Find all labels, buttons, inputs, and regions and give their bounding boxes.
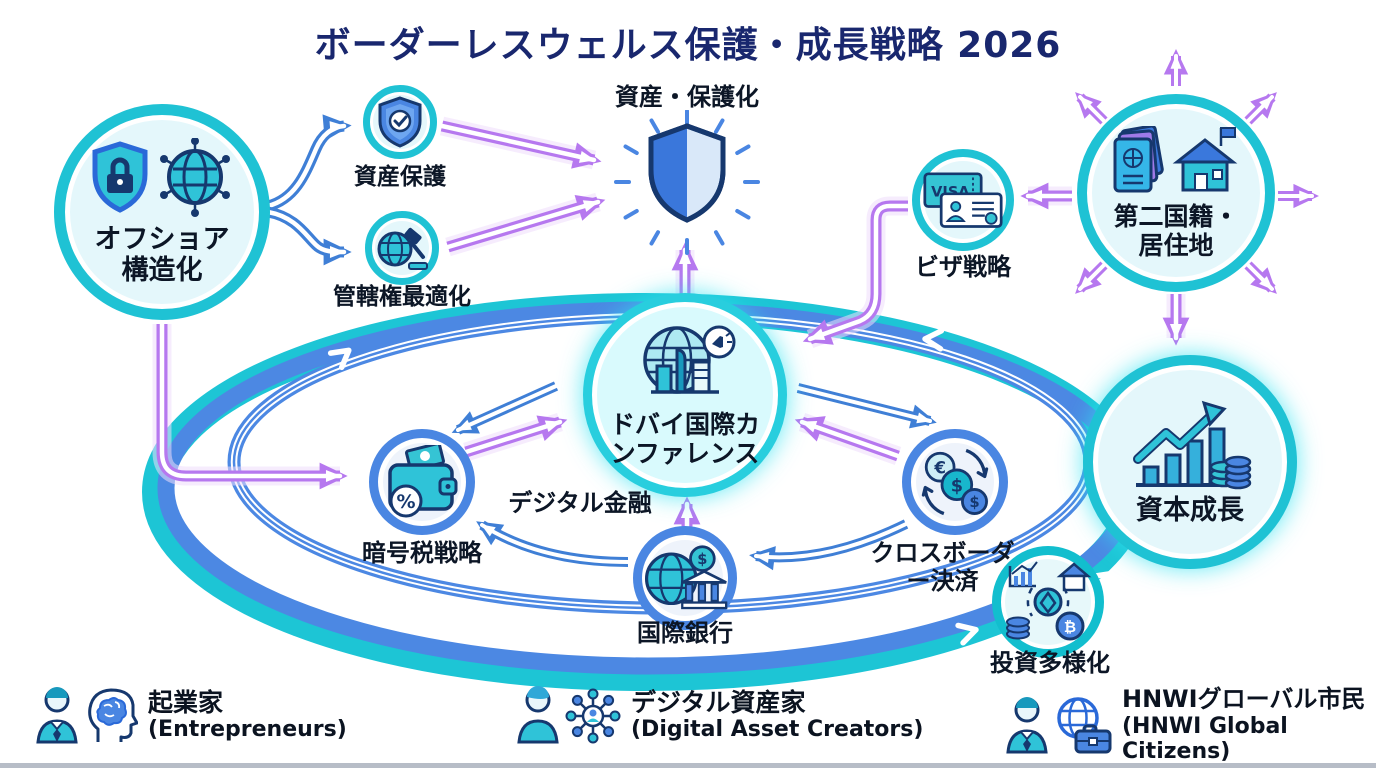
dubai-conference-label: ドバイ国際カ ンファレンス bbox=[609, 410, 760, 468]
arrow-cross-border-to-dubai bbox=[794, 413, 902, 465]
hnwi-icons bbox=[1004, 696, 1112, 754]
hnwi-jp: HNWIグローバル市民 bbox=[1122, 685, 1366, 713]
second-citizenship-node: 第二国籍・ 居住地 bbox=[1077, 94, 1275, 292]
svg-text:₿: ₿ bbox=[1064, 618, 1076, 636]
digital-asset-creators-text: デジタル資産家 (Digital Asset Creators) bbox=[631, 688, 923, 743]
wallet-percent-icon: % bbox=[388, 445, 458, 518]
glowing-shield-icon bbox=[614, 110, 760, 255]
capital-growth-label: 資本成長 bbox=[1136, 495, 1244, 527]
digital-asset-creators-en: (Digital Asset Creators) bbox=[631, 716, 924, 742]
cross-border-payments-node: € $ $ bbox=[902, 429, 1008, 535]
businessperson-icon bbox=[36, 687, 78, 744]
offshore-structuring-label: オフショア 構造化 bbox=[94, 223, 230, 286]
arrow-asset-protection-to-shield bbox=[439, 116, 602, 170]
currency-exchange-icon: € $ $ bbox=[921, 448, 989, 516]
orbit-flow-arrows bbox=[327, 328, 1116, 646]
brain-head-icon bbox=[88, 688, 138, 742]
legend-entrepreneurs: 起業家 (Entrepreneurs) bbox=[34, 686, 347, 744]
svg-text:%: % bbox=[396, 491, 415, 513]
asset-protection-node bbox=[363, 85, 437, 159]
visa-card-icon: VISA bbox=[923, 172, 1003, 228]
arrow-crypto-tax-to-dubai bbox=[463, 412, 568, 462]
entrepreneurs-text: 起業家 (Entrepreneurs) bbox=[148, 688, 347, 743]
second-citizenship-label: 第二国籍・ 居住地 bbox=[1113, 202, 1239, 260]
entrepreneurs-jp: 起業家 bbox=[148, 687, 224, 717]
shield-lock-network-globe-icon bbox=[92, 137, 230, 217]
growth-chart-coins-icon bbox=[1133, 400, 1252, 490]
arrow-offshore-to-asset-protection bbox=[265, 114, 352, 212]
shield-check-icon bbox=[378, 96, 422, 148]
jurisdiction-optimization-label: 管轄権最適化 bbox=[333, 284, 471, 310]
globe-gavel-icon bbox=[377, 227, 428, 270]
svg-text:$: $ bbox=[951, 476, 963, 496]
hnwi-en: (HNWI Global Citizens) bbox=[1122, 713, 1288, 765]
entrepreneurs-icons bbox=[34, 686, 138, 744]
arrow-banking-to-crypto-tax bbox=[476, 520, 630, 567]
offshore-structuring-node: オフショア 構造化 bbox=[54, 104, 270, 320]
arrow-dubai-to-crypto-tax bbox=[451, 381, 559, 435]
svg-text:$: $ bbox=[697, 551, 707, 568]
arrow-cross-border-to-banking bbox=[749, 519, 909, 571]
svg-text:€: € bbox=[933, 458, 946, 478]
diversified-assets-icon: ₿ bbox=[1006, 561, 1092, 641]
svg-text:$: $ bbox=[969, 493, 979, 511]
arrow-offshore-to-crypto-tax bbox=[152, 321, 348, 490]
citizenship-radiating-arrows bbox=[1075, 49, 1319, 294]
digital-asset-creators-jp: デジタル資産家 bbox=[631, 687, 806, 717]
international-banking-label: 国際銀行 bbox=[637, 619, 733, 647]
hnwi-text: HNWIグローバル市民 (HNWI Global Citizens) bbox=[1122, 685, 1376, 765]
capital-growth-node: 資本成長 bbox=[1083, 355, 1297, 569]
legend-digital-asset-creators: デジタル資産家 (Digital Asset Creators) bbox=[515, 686, 923, 744]
entrepreneurs-en: (Entrepreneurs) bbox=[148, 716, 347, 742]
international-banking-node: $ bbox=[633, 526, 737, 630]
visa-strategy-label: ビザ戦略 bbox=[915, 253, 1011, 281]
arrow-visa-to-dubai bbox=[802, 196, 911, 348]
asset-protection-center-label: 資産・保護化 bbox=[615, 83, 759, 111]
arrow-offshore-to-jurisdiction bbox=[265, 206, 352, 266]
network-hub-icon bbox=[565, 688, 621, 744]
creator-person-icon bbox=[517, 686, 559, 744]
cross-border-payments-label: クロスボーダ ー決済 bbox=[870, 539, 1015, 595]
crypto-tax-label: 暗号税戦略 bbox=[362, 539, 482, 567]
crypto-tax-node: % bbox=[369, 429, 475, 535]
hnwi-person-icon bbox=[1006, 697, 1048, 754]
bottom-edge-strip bbox=[0, 763, 1376, 768]
investment-diversification-node: ₿ bbox=[992, 546, 1104, 658]
arrow-dubai-to-cross-border bbox=[796, 383, 937, 429]
asset-protection-label: 資産保護 bbox=[354, 164, 446, 190]
globe-briefcase-icon bbox=[1057, 697, 1112, 754]
digital-asset-creators-icons bbox=[515, 686, 621, 744]
investment-diversification-label: 投資多様化 bbox=[990, 649, 1110, 677]
globe-bank-icon: $ bbox=[644, 545, 728, 610]
arrow-jurisdiction-to-shield bbox=[445, 192, 606, 257]
digital-finance-label: デジタル金融 bbox=[508, 489, 652, 517]
passports-house-icon bbox=[1113, 126, 1238, 193]
legend-hnwi-global-citizens: HNWIグローバル市民 (HNWI Global Citizens) bbox=[1004, 685, 1376, 765]
dubai-conference-node: ドバイ国際カ ンファレンス bbox=[583, 293, 787, 497]
jurisdiction-optimization-node bbox=[365, 211, 439, 285]
page-title: ボーダーレスウェルス保護・成長戦略 2026 bbox=[314, 25, 1062, 66]
globe-city-megaphone-icon bbox=[643, 325, 736, 394]
visa-strategy-node: VISA bbox=[912, 149, 1014, 251]
